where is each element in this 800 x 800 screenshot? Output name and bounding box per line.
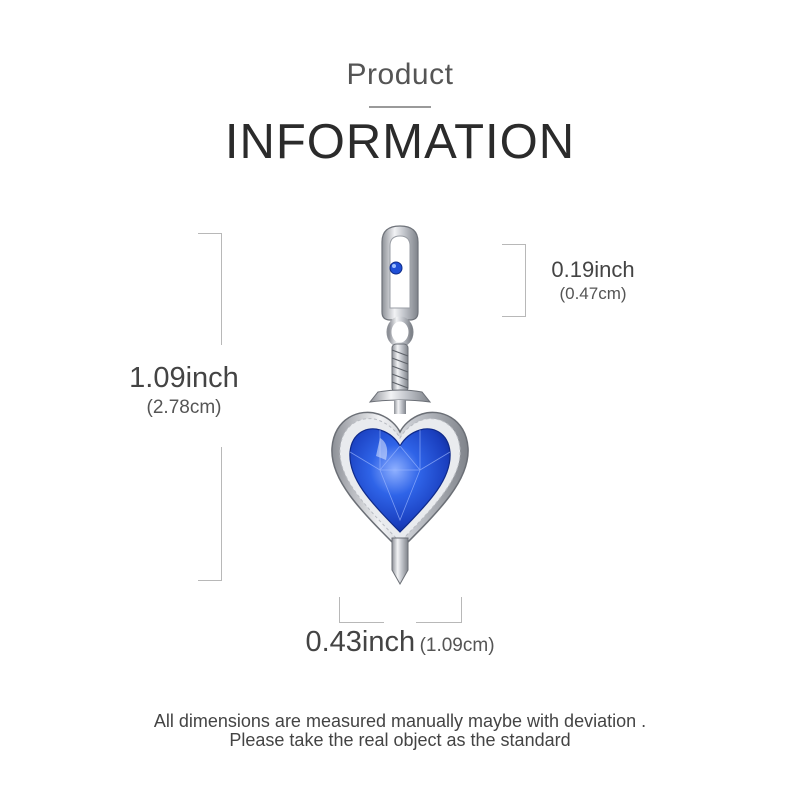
header-subtitle: Product — [346, 58, 454, 91]
header-underline — [369, 106, 431, 108]
bail-cm-label: (0.47cm) — [559, 284, 627, 303]
heart-sword-charm-icon — [331, 225, 469, 586]
heart-gem-icon — [331, 411, 469, 552]
disclaimer-line-1: All dimensions are measured manually may… — [153, 711, 647, 731]
width-inch-label: 0.43inch — [305, 626, 416, 658]
sword-blade-icon — [391, 537, 409, 586]
height-inch-label: 1.09inch — [129, 362, 239, 394]
bail-icon — [381, 225, 419, 321]
sword-hilt-icon — [368, 343, 432, 414]
header-title: INFORMATION — [224, 115, 576, 169]
bail-inch-label: 0.19inch — [551, 257, 635, 282]
disclaimer-line-2: Please take the real object as the stand… — [229, 730, 571, 750]
width-label: 0.43inch (1.09cm) — [262, 626, 538, 659]
width-cm-label: (1.09cm) — [419, 635, 495, 656]
height-cm-label: (2.78cm) — [146, 397, 222, 418]
